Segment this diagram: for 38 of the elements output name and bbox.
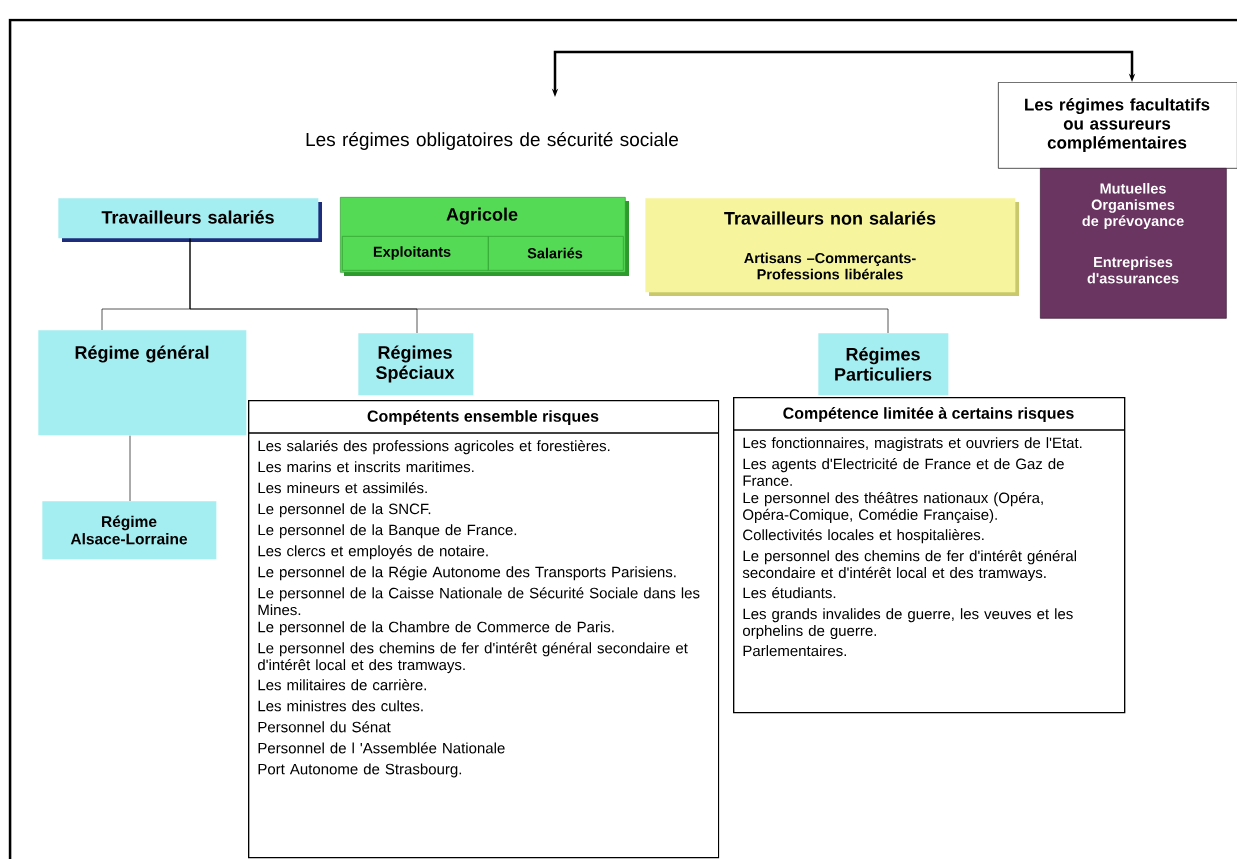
heading-text: Les régimes obligatoires de sécurité sociale bbox=[306, 132, 678, 150]
regime-box: Régimes Particuliers bbox=[818, 333, 949, 396]
list-item: Le personnel des chemins de fer d'intérêt général secondaire et d'intérêt local et des tramways. bbox=[257, 642, 688, 674]
list-item: Collectivités locales et hospitalières. bbox=[743, 529, 984, 544]
list-item: Les salariés des professions agricoles et forestières. bbox=[258, 440, 610, 455]
connector-line bbox=[129, 435, 131, 502]
category-box: Travailleurs salariés bbox=[58, 198, 322, 242]
list-item: Personnel de l 'Assemblée Nationale bbox=[258, 742, 505, 754]
box-text: Mutuelles Organismes de prévoyance bbox=[1082, 183, 1184, 229]
list-item: Les agents d'Electricité de France et de Gaz de France. bbox=[743, 458, 1064, 486]
list-item: Les militaires de carrière. bbox=[258, 679, 426, 691]
list-item: Les étudiants. bbox=[743, 587, 836, 599]
regime-box: Régime Alsace-Lorraine bbox=[42, 501, 217, 560]
box-text: Entreprises d'assurances bbox=[1087, 256, 1179, 284]
list-item: Parlementaires. bbox=[743, 645, 846, 657]
list-heading: Compétents ensemble risques bbox=[367, 410, 599, 426]
list-item: Le personnel de la Banque de France. bbox=[258, 524, 517, 539]
regime-box: Régime général bbox=[38, 330, 247, 436]
list-item: Les marins et inscrits maritimes. bbox=[258, 461, 474, 473]
list-item: Personnel du Sénat bbox=[258, 721, 391, 733]
list-item: Les mineurs et assimilés. bbox=[258, 482, 427, 494]
list-heading: Compétence limitée à certains risques bbox=[783, 407, 1074, 423]
list-item: Les fonctionnaires, magistrats et ouvriers de l'Etat. bbox=[743, 437, 1082, 452]
list-item: Le personnel des chemins de fer d'intérêt général secondaire et d'intérêt local et des tramways. bbox=[742, 550, 1076, 581]
list-item: Le personnel de la Caisse Nationale de Sécurité Sociale dans les Mines. bbox=[258, 587, 700, 616]
list-item: Les ministres des cultes. bbox=[258, 700, 423, 712]
label-box: Les régimes facultatifs ou assureurs complémentaires bbox=[998, 82, 1237, 169]
list-item: Port Autonome de Strasbourg. bbox=[258, 763, 462, 778]
box-text: Artisans –Commerçants- Professions libérales bbox=[744, 252, 916, 280]
list-item: Le personnel des théâtres nationaux (Opéra, Opéra-Comique, Comédie Française). bbox=[743, 492, 1043, 524]
list-item: Les grands invalides de guerre, les veuves et les orphelins de guerre. bbox=[742, 608, 1073, 639]
list-item: Le personnel de la Chambre de Commerce de Paris. bbox=[258, 621, 614, 636]
regime-box: Régimes Spéciaux bbox=[358, 333, 474, 396]
box-title: Travailleurs non salariés bbox=[724, 211, 936, 225]
list-item: Le personnel de la SNCF. bbox=[258, 503, 431, 518]
connector-line bbox=[189, 238, 889, 334]
list-item: Le personnel de la Régie Autonome des Transports Parisiens. bbox=[258, 566, 676, 581]
list-item: Les clercs et employés de notaire. bbox=[258, 545, 488, 560]
